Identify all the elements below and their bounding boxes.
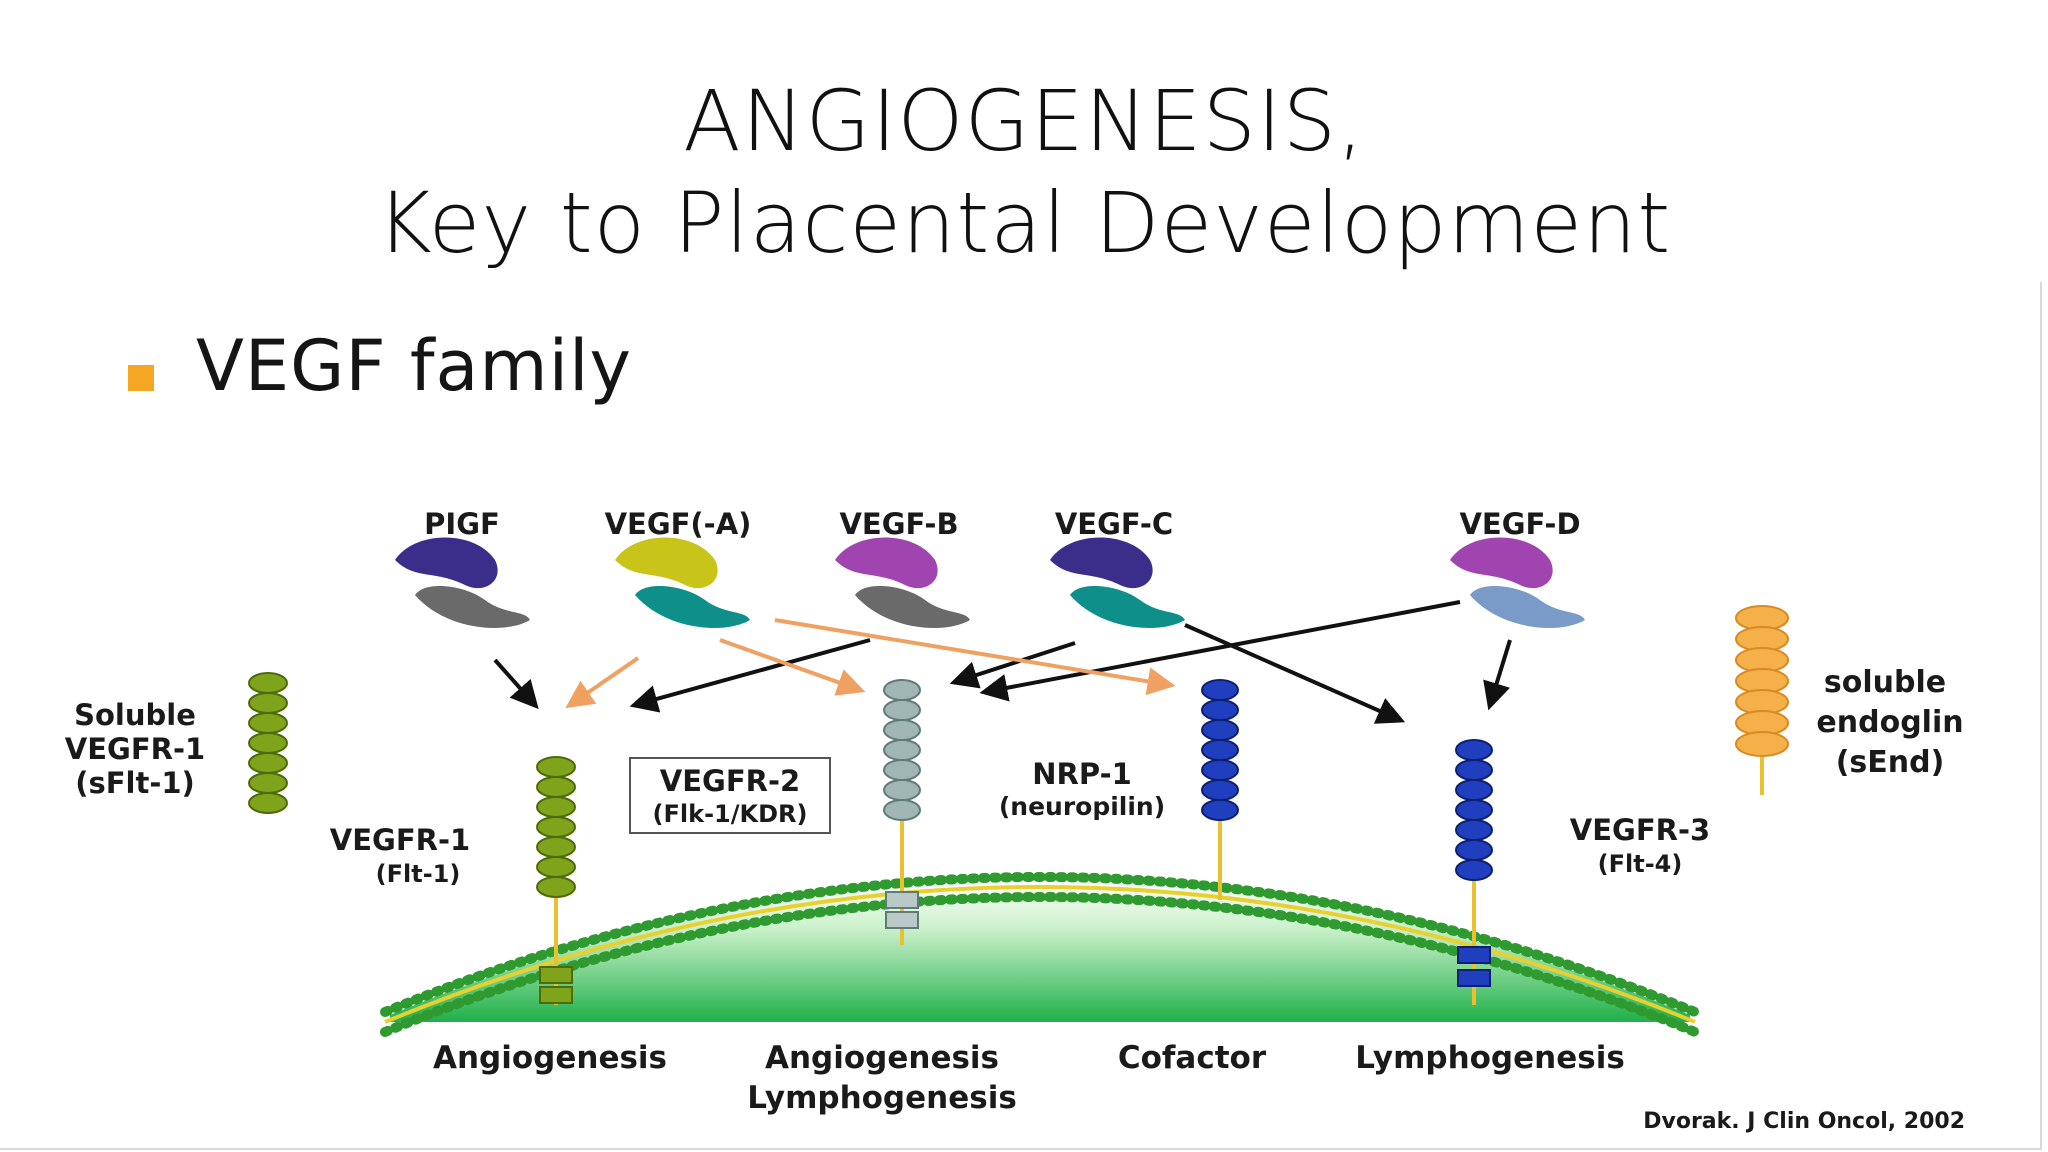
membrane-outer — [380, 872, 1700, 1017]
arrow-vegfd-vegfr2 — [979, 600, 1461, 702]
label-vegfr2: VEGFR-2 — [660, 764, 800, 798]
vegfr2-bead — [883, 759, 921, 781]
arrow-vegfc-vegfr2 — [949, 641, 1076, 689]
vegfr3-bead — [1455, 739, 1493, 761]
ligand-vegf-c-icon — [1050, 537, 1185, 628]
arrow-vegfb-vegfr1 — [629, 638, 871, 713]
nrp1-bead — [1201, 739, 1239, 761]
soluble-vegfr1-bead — [248, 712, 288, 734]
vegfr3-bead — [1455, 759, 1493, 781]
nrp1-bead — [1201, 679, 1239, 701]
label-soluble-vegfr1-l1: Soluble — [74, 698, 196, 732]
vegfr1-bead — [536, 836, 576, 858]
ligand-vegf-b-icon — [835, 537, 970, 628]
soluble-vegfr1-bead — [248, 672, 288, 694]
vegfr3-tm-domain — [1457, 969, 1491, 987]
title-line-2: Key to Placental Development — [376, 174, 1672, 272]
label-vegf-c: VEGF-C — [1055, 507, 1173, 541]
diagram-frame — [0, 282, 2042, 1150]
soluble-vegfr1-bead — [248, 772, 288, 794]
vegfr2-label-box — [629, 757, 831, 834]
label-nrp1-alias: (neuropilin) — [999, 792, 1165, 821]
label-soluble-vegfr1-l3: (sFlt-1) — [75, 766, 195, 800]
vegfr1-tm-domain — [539, 986, 573, 1004]
label-endoglin-l2: endoglin — [1816, 705, 1963, 740]
membrane-inner — [380, 892, 1700, 1037]
label-fn-lympho: Lymphogenesis — [747, 1080, 1017, 1116]
vegfr1-bead — [536, 776, 576, 798]
vegfr3-bead — [1455, 819, 1493, 841]
vegfr1-bead — [536, 756, 576, 778]
vegfr2-bead — [883, 699, 921, 721]
nrp1-bead — [1201, 779, 1239, 801]
arrow-vegfa-vegfr1 — [565, 656, 640, 709]
vegfr2-bead — [883, 779, 921, 801]
vegfr2-bead — [883, 799, 921, 821]
bullet-text: VEGF family — [196, 325, 632, 407]
label-vegfr1: VEGFR-1 — [330, 823, 470, 857]
vegfr1-bead — [536, 796, 576, 818]
slide-title: ANGIOGENESIS, Key to Placental Developme… — [0, 70, 2048, 274]
label-soluble-vegfr1-l2: VEGFR-1 — [65, 732, 205, 766]
vegfr3-bead — [1455, 859, 1493, 881]
label-endoglin-l1: soluble — [1824, 665, 1946, 700]
vegfr3-tm-domain — [1457, 946, 1491, 964]
arrow-vegfd-vegfr3 — [1483, 639, 1512, 711]
soluble-vegfr1-bead — [248, 752, 288, 774]
label-nrp1: NRP-1 — [1032, 757, 1132, 791]
title-line-1: ANGIOGENESIS, — [683, 72, 1365, 170]
label-vegfr3: VEGFR-3 — [1570, 813, 1710, 847]
nrp1-bead — [1201, 699, 1239, 721]
vegfr2-bead — [883, 679, 921, 701]
label-fn-angio: Angiogenesis — [765, 1040, 999, 1076]
label-vegf-d: VEGF-D — [1459, 507, 1580, 541]
vegfr1-tm-domain — [539, 966, 573, 984]
nrp1-bead — [1201, 799, 1239, 821]
vegfr3-bead — [1455, 779, 1493, 801]
label-vegfr3-alias: (Flt-4) — [1598, 850, 1683, 878]
ligand-vegf-a-icon — [615, 537, 750, 628]
cell-interior — [390, 880, 1690, 1022]
soluble-vegfr1-bead — [248, 732, 288, 754]
nrp1-bead — [1201, 759, 1239, 781]
label-fn-cofactor: Cofactor — [1118, 1040, 1267, 1076]
soluble-vegfr1-bead — [248, 692, 288, 714]
vegfr1-bead — [536, 816, 576, 838]
label-vegfr2-alias: (Flk-1/KDR) — [653, 800, 808, 828]
arrow-vegfc-vegfr3 — [1184, 623, 1406, 724]
membrane-middle — [384, 885, 1696, 1024]
label-pigf: PIGF — [424, 507, 500, 541]
arrow-pigf-vegfr1 — [493, 658, 539, 710]
arrow-vegfa-vegfr2 — [719, 638, 866, 696]
vegfr2-tm-domain — [885, 911, 919, 929]
receptors-group — [248, 605, 1789, 1005]
vegfr2-tm-domain — [885, 891, 919, 909]
vegfr3-bead — [1455, 839, 1493, 861]
soluble-vegfr1-bead — [248, 792, 288, 814]
ligand-vegf-d-icon — [1450, 537, 1585, 628]
vegfr2-bead — [883, 739, 921, 761]
vegfr3-bead — [1455, 799, 1493, 821]
bullet-square-icon — [128, 365, 154, 391]
vegfr2-bead — [883, 719, 921, 741]
label-vegf-b: VEGF-B — [839, 507, 958, 541]
endoglin-bead — [1735, 731, 1789, 757]
arrow-vegfa-nrp1 — [774, 618, 1176, 696]
label-vegf-a: VEGF(-A) — [605, 507, 752, 541]
nrp1-bead — [1201, 719, 1239, 741]
label-vegfr1-alias: (Flt-1) — [376, 860, 461, 888]
vegfr1-bead — [536, 856, 576, 878]
label-endoglin-l3: (sEnd) — [1836, 745, 1945, 780]
ligand-pigf-icon — [395, 537, 530, 628]
vegfr1-bead — [536, 876, 576, 898]
label-fn-angiogenesis: Angiogenesis — [433, 1040, 667, 1076]
label-fn-lymphogenesis: Lymphogenesis — [1355, 1040, 1625, 1076]
citation: Dvorak. J Clin Oncol, 2002 — [1643, 1109, 1965, 1134]
